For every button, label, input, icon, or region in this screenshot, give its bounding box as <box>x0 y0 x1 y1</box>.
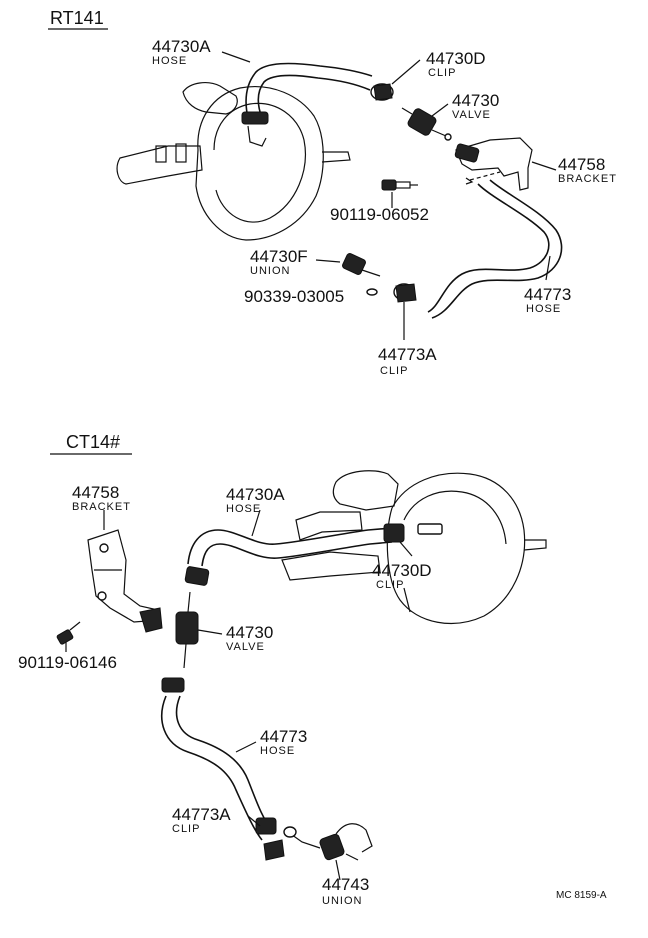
bracket-44758-top <box>454 137 533 191</box>
svg-text:CLIP: CLIP <box>172 823 200 835</box>
svg-text:44773: 44773 <box>260 727 307 746</box>
svg-text:CLIP: CLIP <box>380 365 408 377</box>
svg-text:BRACKET: BRACKET <box>72 501 131 513</box>
brake-booster-bottom <box>281 470 547 624</box>
svg-text:44730: 44730 <box>226 623 273 642</box>
svg-text:90119-06052: 90119-06052 <box>330 205 429 224</box>
brake-booster-top <box>116 82 351 241</box>
leader-lines-top <box>221 51 557 340</box>
clip-44773a-bottom <box>263 839 285 861</box>
label-44758-top: 44758 BRACKET <box>558 155 617 185</box>
label-44730-bottom: 44730 VALVE <box>226 623 273 653</box>
svg-text:UNION: UNION <box>250 265 290 277</box>
svg-text:44730: 44730 <box>452 91 499 110</box>
svg-text:44730D: 44730D <box>372 561 432 580</box>
label-90119-06146: 90119-06146 <box>18 653 117 672</box>
svg-text:HOSE: HOSE <box>152 55 187 67</box>
svg-text:HOSE: HOSE <box>226 503 261 515</box>
svg-text:44773A: 44773A <box>172 805 231 824</box>
svg-text:44743: 44743 <box>322 875 369 894</box>
svg-text:44773A: 44773A <box>378 345 437 364</box>
clip-44773a-top <box>393 283 417 303</box>
bolt-90119-06146 <box>56 621 81 645</box>
label-44773a-top: 44773A CLIP <box>378 345 437 377</box>
bracket-44758-bottom <box>87 529 163 633</box>
union-44730f-top <box>342 253 381 296</box>
hose-44773-top <box>427 179 563 319</box>
svg-text:VALVE: VALVE <box>226 641 265 653</box>
svg-text:90119-06146: 90119-06146 <box>18 653 117 672</box>
label-44730d-bottom: 44730D CLIP <box>372 561 432 591</box>
svg-text:90339-03005: 90339-03005 <box>244 287 344 306</box>
label-44730f-top: 44730F UNION <box>250 247 308 277</box>
hose-44730a-bottom <box>187 523 405 567</box>
label-44730-top: 44730 VALVE <box>452 91 499 121</box>
svg-text:44730A: 44730A <box>226 485 285 504</box>
hose-end-clip-bottom <box>383 523 405 543</box>
svg-text:CLIP: CLIP <box>428 67 456 79</box>
bolt-90119-06052 <box>381 179 418 191</box>
clip-44730d-bottom <box>184 566 210 586</box>
svg-text:HOSE: HOSE <box>526 303 561 315</box>
svg-text:UNION: UNION <box>322 895 362 907</box>
svg-text:44730D: 44730D <box>426 49 486 68</box>
label-44773-bottom: 44773 HOSE <box>260 727 307 757</box>
union-44743 <box>283 823 373 861</box>
clip-44730d-top <box>370 83 394 101</box>
label-44730a-top: 44730A HOSE <box>152 37 211 67</box>
valve-44730-bottom <box>175 591 199 669</box>
label-90119-06052: 90119-06052 <box>330 205 429 224</box>
label-44773-top: 44773 HOSE <box>524 285 571 315</box>
svg-text:CLIP: CLIP <box>376 579 404 591</box>
svg-text:VALVE: VALVE <box>452 109 491 121</box>
label-44758-bottom: 44758 BRACKET <box>72 483 131 513</box>
valve-44730-top <box>401 107 452 141</box>
leader-lines-bottom <box>65 509 413 881</box>
label-44743: 44743 UNION <box>322 875 369 907</box>
label-90339-03005: 90339-03005 <box>244 287 344 306</box>
label-44730d-top: 44730D CLIP <box>426 49 486 79</box>
hose-44730a-top <box>241 62 373 147</box>
label-44730a-bottom: 44730A HOSE <box>226 485 285 515</box>
svg-text:BRACKET: BRACKET <box>558 173 617 185</box>
footer-code: MC 8159-A <box>556 890 607 901</box>
svg-text:44758: 44758 <box>72 483 119 502</box>
section-rt141: RT141 <box>48 8 617 377</box>
svg-text:44773: 44773 <box>524 285 571 304</box>
label-44773a-bottom: 44773A CLIP <box>172 805 231 835</box>
svg-text:44758: 44758 <box>558 155 605 174</box>
section-ct14: CT14# <box>18 432 607 907</box>
svg-text:HOSE: HOSE <box>260 745 295 757</box>
svg-text:44730F: 44730F <box>250 247 308 266</box>
section-title-ct14: CT14# <box>66 432 120 452</box>
section-title-rt141: RT141 <box>50 8 104 28</box>
svg-text:44730A: 44730A <box>152 37 211 56</box>
hose-end-clip <box>241 111 269 125</box>
